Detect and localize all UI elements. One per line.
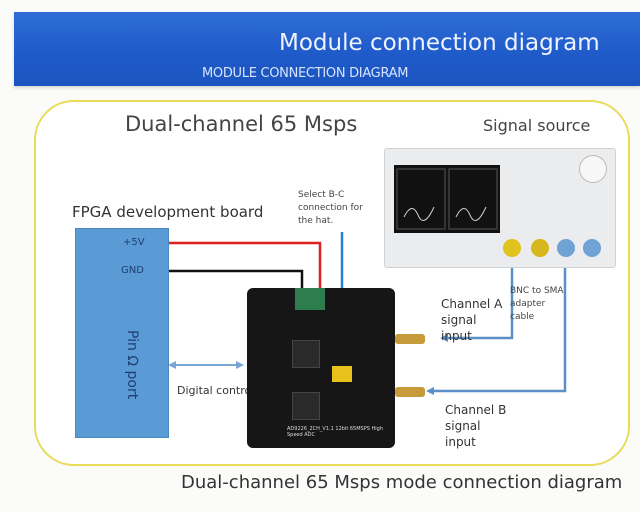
digital-control-label: Digital control signal bbox=[177, 383, 290, 398]
sma-connector-b[interactable] bbox=[395, 387, 425, 397]
jumper-note: Select B-C connection for the hat. bbox=[298, 190, 363, 226]
banner-title: Module connection diagram bbox=[279, 30, 600, 56]
arrowhead-left bbox=[168, 361, 176, 369]
header-banner: Module connection diagram MODULE CONNECT… bbox=[14, 12, 640, 86]
bnc-output-1[interactable] bbox=[503, 239, 521, 257]
jumper-header[interactable] bbox=[332, 366, 352, 382]
gnd-wire bbox=[167, 269, 304, 292]
pin-gnd-label: GND bbox=[121, 265, 144, 276]
bnc-sync-1[interactable] bbox=[531, 239, 549, 257]
bnc-sync-2[interactable] bbox=[583, 239, 601, 257]
pin-port-label: Pin Ω port bbox=[124, 330, 140, 400]
board-silkscreen: AD9226_2CH_V1.1 12bit 65MSPS High Speed … bbox=[287, 426, 383, 438]
fpga-board bbox=[75, 228, 169, 438]
adc-chip-b bbox=[292, 392, 320, 420]
channel-b-arrowhead bbox=[426, 387, 434, 395]
adc-module-board: AD9226_2CH_V1.1 12bit 65MSPS High Speed … bbox=[247, 288, 425, 448]
channel-a-cable bbox=[444, 252, 514, 340]
fpga-board-label: FPGA development board bbox=[72, 203, 264, 221]
waveform-1 bbox=[403, 206, 435, 221]
signal-generator bbox=[384, 148, 616, 268]
signal-source-label: Signal source bbox=[483, 116, 591, 135]
sma-connector-a[interactable] bbox=[395, 334, 425, 344]
diagram-caption: Dual-channel 65 Msps mode connection dia… bbox=[181, 472, 623, 493]
waveform-2 bbox=[455, 206, 487, 221]
terminal-block[interactable] bbox=[295, 288, 325, 310]
bnc-output-2[interactable] bbox=[557, 239, 575, 257]
channel-b-label: Channel B signal input bbox=[445, 403, 507, 449]
channel-b-cable bbox=[430, 252, 567, 393]
generator-screen bbox=[394, 165, 500, 233]
diagram-heading: Dual-channel 65 Msps bbox=[125, 112, 358, 136]
cable-label: BNC to SMA adapter cable bbox=[510, 286, 564, 322]
channel-a-arrowhead bbox=[440, 334, 448, 342]
vcc-wire bbox=[167, 241, 322, 292]
arrowhead-right bbox=[236, 361, 244, 369]
pin-vcc-label: +5V bbox=[123, 237, 145, 248]
adc-chip-a bbox=[292, 340, 320, 368]
channel-a-label: Channel A signal input bbox=[441, 297, 503, 343]
banner-subtitle: MODULE CONNECTION DIAGRAM bbox=[202, 66, 409, 81]
knob[interactable] bbox=[579, 155, 607, 183]
